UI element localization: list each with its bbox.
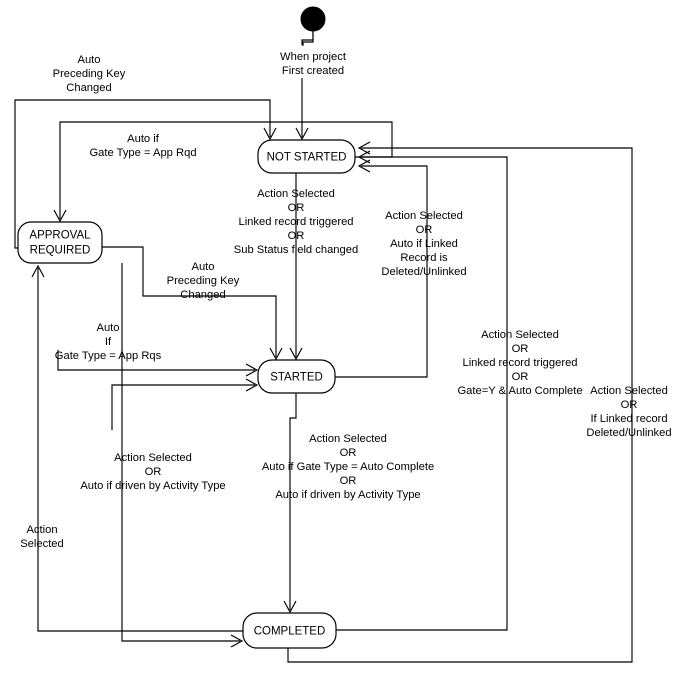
edge-label-line: Action Selected: [309, 433, 387, 445]
edge-label-not-started-to-started: Action Selected OR Linked record trigger…: [234, 188, 358, 256]
edge-label-completed-to-started: Action Selected OR Linked record trigger…: [457, 329, 582, 397]
edge-label-line: Action: [26, 524, 57, 536]
state-completed-box[interactable]: [242, 612, 337, 649]
edge-label-approval-to-completed: Action Selected OR Auto if driven by Act…: [80, 452, 225, 492]
edge-label-line: Linked record triggered: [238, 216, 353, 228]
arrow-started-to-not-started-right: [357, 159, 371, 173]
edges-layer: [14, 31, 633, 663]
arrow-completed-to-not-started-far-right: [357, 141, 371, 155]
edge-label-line: Selected: [20, 538, 64, 550]
edge-label-line: OR: [621, 399, 638, 411]
edge-label-line: When project: [280, 51, 347, 63]
arrow-initial-to-not-started: [295, 127, 309, 141]
edge-label-line: Auto if Linked: [390, 238, 458, 250]
edge-label-line: Changed: [66, 82, 111, 94]
edge-completed-to-started: [336, 156, 508, 631]
state-completed-label: COMPLETED: [254, 626, 326, 638]
edge-approval-to-started-auto: [102, 246, 277, 357]
edge-label-completed-to-approval: Action Selected: [20, 524, 64, 550]
arrow-not-started-to-started: [289, 347, 303, 361]
state-not-started-box[interactable]: [257, 139, 356, 174]
edge-labels-layer: When project First created Auto Precedin…: [20, 51, 671, 550]
state-not-started-label: NOT STARTED: [267, 152, 347, 164]
edge-label-line: Preceding Key: [53, 68, 126, 80]
state-not-started[interactable]: NOT STARTED: [257, 139, 356, 174]
arrow-approval-to-started-gate: [245, 363, 259, 377]
state-approval-required[interactable]: APPROVAL REQUIRED: [17, 221, 103, 264]
arrow-completed-to-approval: [31, 264, 45, 278]
edge-label-line: Linked record triggered: [462, 357, 577, 369]
arrow-not-started-to-approval: [53, 209, 67, 223]
edge-label-line: Auto if driven by Activity Type: [275, 489, 420, 501]
edge-label-line: Action Selected: [481, 329, 559, 341]
edge-started-to-completed: [289, 393, 297, 610]
edge-label-line: OR: [512, 343, 529, 355]
edge-label-line: Gate=Y & Auto Complete: [457, 385, 582, 397]
edge-label-line: Auto: [191, 261, 214, 273]
edge-label-line: Action Selected: [385, 210, 463, 222]
edge-label-started-to-not-started-right: Action Selected OR Auto if Linked Record…: [381, 210, 466, 278]
edge-label-line: OR: [145, 466, 162, 478]
edge-label-line: If Linked record: [590, 413, 667, 425]
edge-initial-stub: [301, 31, 314, 45]
edge-label-line: Record is: [400, 252, 448, 264]
edge-initial-to-not-started: [302, 31, 314, 46]
state-started-label: STARTED: [270, 372, 323, 384]
state-started[interactable]: STARTED: [257, 359, 336, 394]
edge-label-started-to-completed: Action Selected OR Auto if Gate Type = A…: [262, 433, 434, 501]
edge-label-line: If: [105, 336, 112, 348]
state-approval-required-label-line1: APPROVAL: [29, 230, 91, 242]
edge-label-line: Auto: [96, 322, 119, 334]
edge-label-line: OR: [340, 475, 357, 487]
edge-label-line: Action Selected: [257, 188, 335, 200]
edge-label-line: First created: [282, 65, 344, 77]
edge-label-approval-to-started-auto: Auto Preceding Key Changed: [167, 261, 240, 301]
edge-label-initial-to-not-started: When project First created: [280, 51, 347, 77]
state-started-box[interactable]: [257, 359, 336, 394]
edge-lower-left-into-started: [111, 384, 255, 430]
arrow-approval-to-completed: [230, 634, 244, 648]
edge-label-line: Action Selected: [114, 452, 192, 464]
edge-label-line: OR: [512, 371, 529, 383]
edge-label-line: Auto if driven by Activity Type: [80, 480, 225, 492]
edge-label-not-started-to-approval: Auto if Gate Type = App Rqd: [89, 133, 196, 159]
states-layer: NOT STARTED APPROVAL REQUIRED STARTED CO…: [17, 6, 356, 649]
edge-label-line: OR: [340, 447, 357, 459]
edge-label-line: Auto if Gate Type = Auto Complete: [262, 461, 434, 473]
arrow-approval-to-started-auto: [269, 347, 283, 361]
edge-started-to-not-started-right: [335, 165, 428, 378]
edge-label-line: Sub Status field changed: [234, 244, 358, 256]
edge-label-line: Action Selected: [590, 385, 668, 397]
edge-label-line: Auto if: [127, 133, 160, 145]
edge-label-line: Deleted/Unlinked: [586, 427, 671, 439]
edge-label-line: Changed: [180, 289, 225, 301]
edge-label-line: OR: [416, 224, 433, 236]
arrow-lower-left-into-started: [245, 378, 259, 392]
edge-label-completed-to-not-started-far-right: Action Selected OR If Linked record Dele…: [586, 385, 671, 439]
edge-label-line: Preceding Key: [167, 275, 240, 287]
state-approval-required-box[interactable]: [17, 221, 103, 264]
edge-label-approval-to-started-gate: Auto If Gate Type = App Rqs: [55, 322, 162, 362]
edge-label-line: OR: [288, 202, 305, 214]
state-completed[interactable]: COMPLETED: [242, 612, 337, 649]
edge-label-approval-to-not-started-top: Auto Preceding Key Changed: [53, 54, 126, 94]
arrow-started-to-completed: [283, 600, 297, 614]
edge-completed-to-approval: [37, 268, 243, 632]
edge-approval-to-started-gate: [57, 350, 255, 371]
arrow-completed-to-started: [357, 150, 371, 164]
edge-label-line: Gate Type = App Rqs: [55, 350, 162, 362]
edge-label-line: Gate Type = App Rqd: [89, 147, 196, 159]
initial-state-node[interactable]: [300, 6, 326, 32]
edge-approval-to-not-started-top: [14, 99, 271, 249]
arrow-approval-to-not-started-top: [263, 127, 277, 141]
edge-approval-to-completed: [121, 263, 240, 642]
edge-label-line: OR: [288, 230, 305, 242]
edge-label-line: Auto: [77, 54, 100, 66]
state-approval-required-label-line2: REQUIRED: [30, 245, 91, 257]
edge-completed-to-not-started-far-right: [287, 147, 633, 663]
edge-label-line: Deleted/Unlinked: [381, 266, 466, 278]
